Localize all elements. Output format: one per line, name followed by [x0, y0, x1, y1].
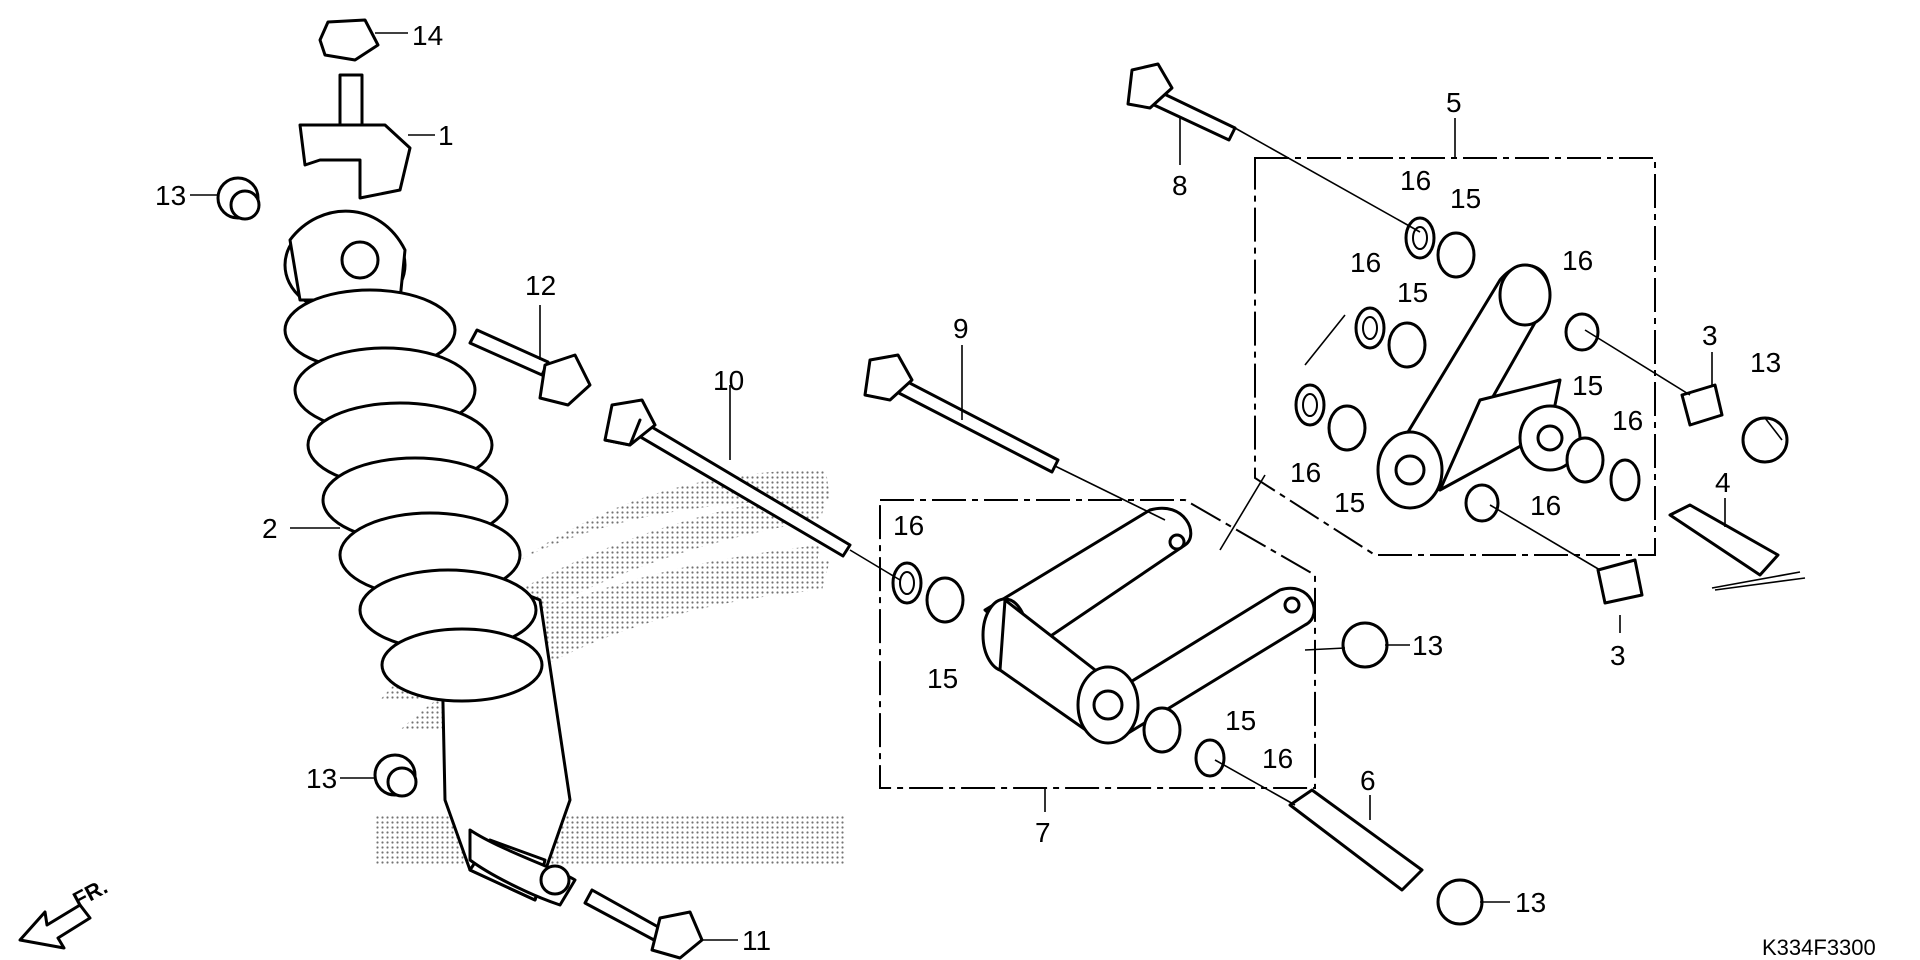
callout-15-e: 15 [927, 663, 958, 694]
cushion-arm [1376, 263, 1582, 510]
rear-shock-absorber [283, 209, 577, 907]
callout-11: 11 [742, 925, 771, 956]
pin-6 [1288, 788, 1424, 892]
seal-16-c [1294, 383, 1326, 427]
seal-16-g [891, 561, 923, 605]
seal-16-f [1464, 483, 1500, 523]
callout-1: 1 [438, 120, 454, 151]
bearing-15-e [925, 576, 965, 624]
callout-9: 9 [953, 313, 969, 344]
collar-3-upper [1680, 383, 1724, 427]
callout-15-c: 15 [1334, 487, 1365, 518]
callout-13-bottom: 13 [1515, 887, 1546, 918]
leader-lines [190, 32, 1806, 941]
seal-16-b [1354, 306, 1386, 350]
callout-10: 10 [713, 365, 744, 396]
callout-5: 5 [1446, 87, 1462, 118]
shock-link-arm [981, 506, 1316, 745]
callout-16-g: 16 [893, 510, 924, 541]
pin-4 [1668, 503, 1780, 577]
front-direction-arrow: FR. [18, 874, 112, 950]
callout-13-lower: 13 [306, 763, 337, 794]
flange-nut-13-right [1741, 416, 1789, 464]
callout-2: 2 [262, 513, 278, 544]
cap-nut-14 [318, 18, 380, 62]
flange-nut-13-bottom [1436, 878, 1484, 926]
bolt-10 [603, 398, 852, 558]
callout-15-f: 15 [1225, 705, 1256, 736]
flange-nut-13-top [216, 176, 261, 221]
callout-12: 12 [525, 270, 556, 301]
callout-labels: 14 1 13 2 13 11 12 10 9 8 5 16 15 16 15 … [155, 20, 1781, 956]
bolt-11 [583, 888, 704, 960]
bolt-9 [863, 353, 1060, 474]
seal-16-h [1194, 738, 1226, 778]
shock-bracket-1 [298, 73, 412, 200]
flange-nut-13-mid [1341, 621, 1389, 669]
callout-16-a: 16 [1400, 165, 1431, 196]
seal-16-e [1609, 458, 1641, 502]
callout-7: 7 [1035, 817, 1051, 848]
callout-15-a: 15 [1450, 183, 1481, 214]
seal-16-a [1404, 216, 1436, 260]
diagram-code: K334F3300 [1762, 935, 1876, 960]
honda-wordmark-watermark [375, 815, 845, 865]
callout-16-e: 16 [1612, 405, 1643, 436]
flange-nut-13-lower [373, 753, 418, 798]
callout-16-d: 16 [1562, 245, 1593, 276]
callout-4: 4 [1715, 467, 1731, 498]
callout-8: 8 [1172, 170, 1188, 201]
callout-15-d: 15 [1572, 370, 1603, 401]
callout-13-mid: 13 [1412, 630, 1443, 661]
assembly-outline-5 [1254, 157, 1656, 556]
callout-16-h: 16 [1262, 743, 1293, 774]
callout-13-right: 13 [1750, 347, 1781, 378]
callout-15-b: 15 [1397, 277, 1428, 308]
callout-6: 6 [1360, 765, 1376, 796]
bearing-15-d [1565, 436, 1605, 484]
callout-3-upper: 3 [1702, 320, 1718, 351]
bearing-15-b [1387, 321, 1427, 369]
callout-16-b: 16 [1350, 247, 1381, 278]
callout-13-top: 13 [155, 180, 186, 211]
callout-16-c: 16 [1290, 457, 1321, 488]
seal-16-d [1564, 312, 1600, 352]
callout-14: 14 [412, 20, 443, 51]
collar-3-lower [1596, 558, 1644, 605]
assembly-outline-7 [879, 499, 1316, 789]
bearing-15-c [1327, 404, 1367, 452]
bolt-8 [1126, 62, 1237, 142]
callout-3-lower: 3 [1610, 640, 1626, 671]
bearing-15-f [1142, 706, 1182, 754]
callout-16-f: 16 [1530, 490, 1561, 521]
bolt-12 [468, 328, 592, 407]
bearing-15-a [1436, 231, 1476, 279]
